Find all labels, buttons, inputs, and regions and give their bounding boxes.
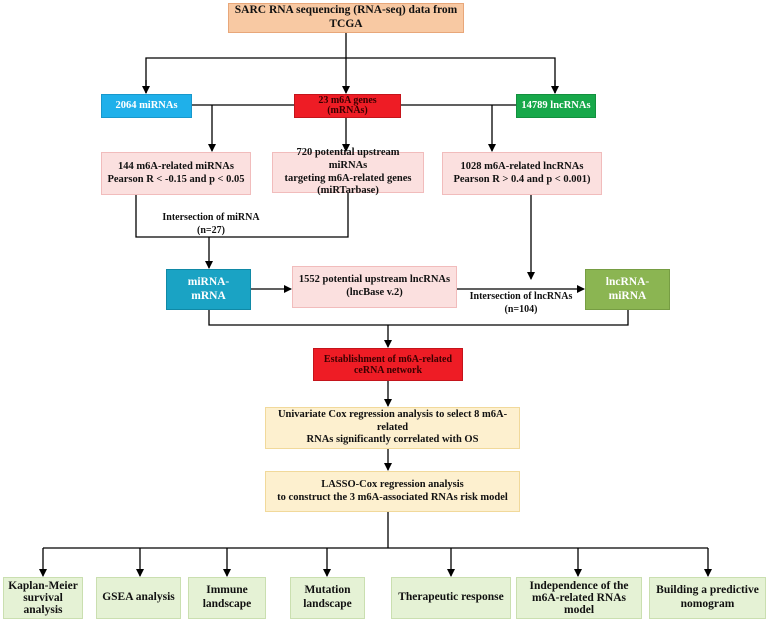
outcome-kaplan-meier: Kaplan-Meier survival analysis [3, 577, 83, 619]
lasso-cox-box: LASSO-Cox regression analysis to constru… [265, 471, 520, 512]
outcome-nomogram: Building a predictive nomogram [649, 577, 766, 619]
lncrna-mirna-box: lncRNA-miRNA [585, 269, 670, 310]
outcome-immune-landscape: Immune landscape [188, 577, 266, 619]
lncrna-intersection-label: Intersection of lncRNAs (n=104) [469, 291, 573, 315]
outcome-mutation-landscape: Mutation landscape [290, 577, 365, 619]
mirna-filter-box: 144 m6A-related miRNAs Pearson R < -0.15… [101, 152, 251, 195]
mirnas-box: 2064 miRNAs [101, 94, 192, 118]
upstream-lncrnas-box: 1552 potential upstream lncRNAs (lncBase… [292, 266, 457, 308]
mirna-mrna-box: miRNA-mRNA [166, 269, 251, 310]
cerna-network-box: Establishment of m6A-related ceRNA netwo… [313, 348, 463, 381]
source-data-box: SARC RNA sequencing (RNA-seq) data from … [228, 3, 464, 33]
m6a-genes-box: 23 m6A genes (mRNAs) [294, 94, 401, 118]
lncrna-filter-box: 1028 m6A-related lncRNAs Pearson R > 0.4… [442, 152, 602, 195]
outcome-therapeutic-response: Therapeutic response [391, 577, 511, 619]
outcome-gsea: GSEA analysis [96, 577, 181, 619]
upstream-mirnas-box: 720 potential upstream miRNAs targeting … [272, 147, 424, 196]
lncrnas-box: 14789 lncRNAs [516, 94, 596, 118]
univariate-cox-box: Univariate Cox regression analysis to se… [265, 407, 520, 449]
outcome-independence: Independence of the m6A-related RNAs mod… [516, 577, 642, 619]
mirna-intersection-label: Intersection of miRNA (n=27) [162, 212, 260, 236]
